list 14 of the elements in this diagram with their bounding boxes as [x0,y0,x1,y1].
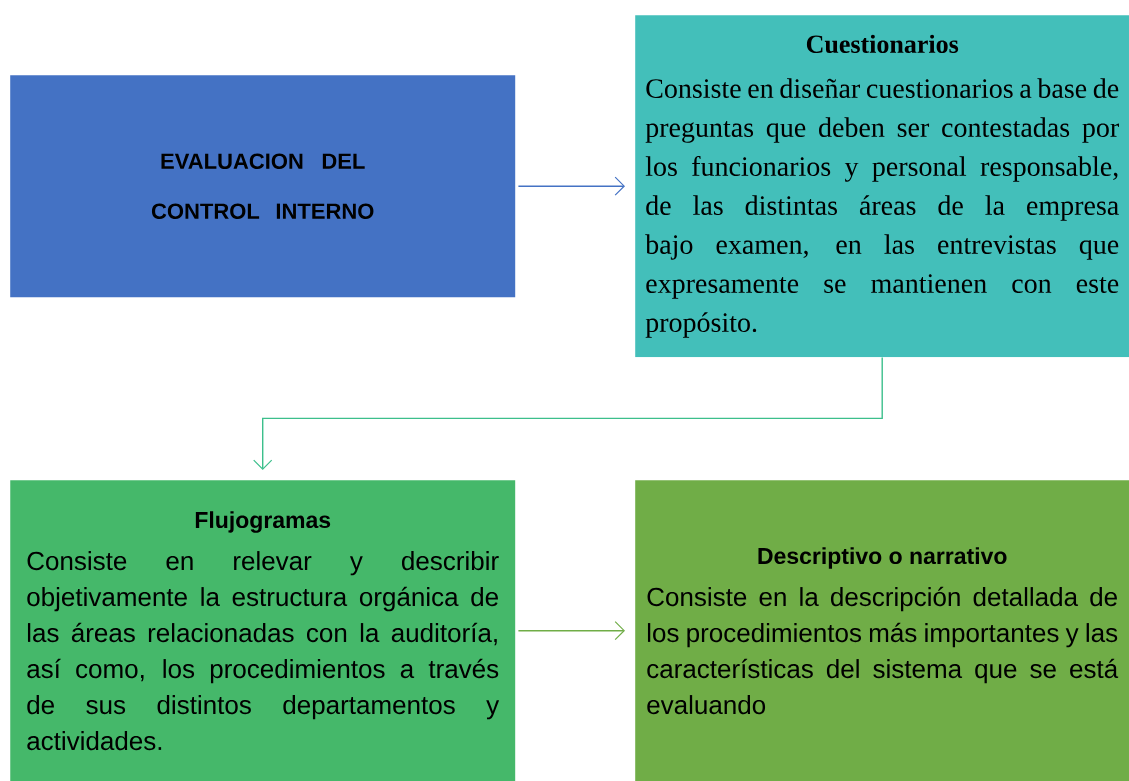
paragraph: Consiste en diseñar cuestionarios a base de preguntas que deben ser contestadas por los funcionarios y personal responsable, de las distintas áreas de la empresa bajo examen, en las entrevistas que expresamente se mantienen con este propósito. [645,78,1119,338]
heading: Flujogramas [195,511,331,533]
arrow [253,356,883,470]
arrow [517,621,625,641]
arrow [517,176,625,196]
heading: Cuestionarios [806,34,959,54]
text-box [635,480,1129,781]
text-box [10,480,516,781]
paragraph: Consiste en la descripción detallada de los procedimientos más importantes y las características del sistema que se está evaluando [647,586,1119,715]
paragraph: Consiste en relevar y describir objetivamente la estructura orgánica de las áreas relacionadas con la auditoría, así como, los procedimientos a través de sus distintos departamentos y actividades. [27,551,500,751]
text-box [10,75,516,298]
heading: EVALUACION DEL CONTROL INTERNO [151,153,374,219]
text-box [635,15,1129,358]
heading: Descriptivo o narrativo [758,547,1007,569]
